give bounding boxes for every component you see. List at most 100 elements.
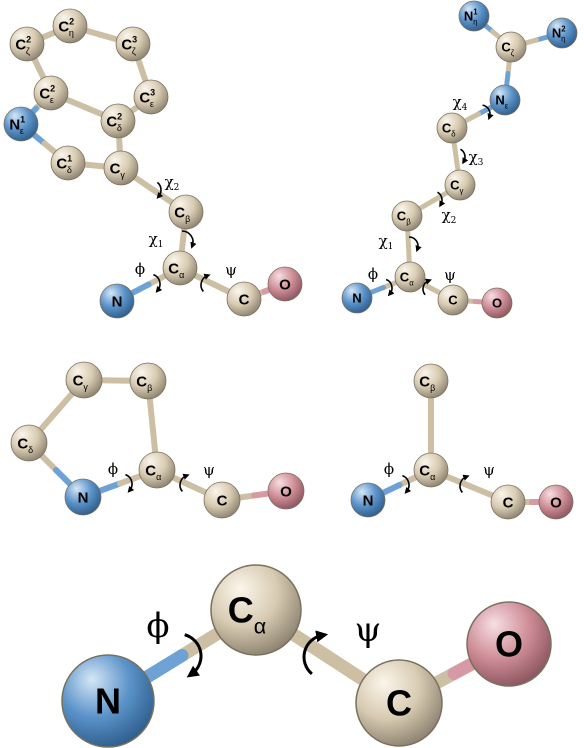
tryptophan-torsion-arrow-2 (153, 273, 163, 293)
alanine-atom-label-n: N (363, 492, 374, 509)
arginine-torsion-arrow-3 (408, 236, 422, 253)
tryptophan-torsion-label-3: ψ (225, 261, 237, 279)
backbone-atom-label-n: N (95, 681, 121, 722)
backbone-atom-o: O (466, 601, 552, 687)
arginine-torsion-label-4: ϕ (368, 265, 378, 283)
arginine-atom-sphere-ca (394, 261, 426, 293)
alanine-atom-label-c: C (503, 494, 514, 511)
arginine-atom-label-cb: Cβ (397, 209, 411, 227)
tryptophan-atom-sphere-ce3 (133, 79, 169, 115)
arginine-atom-sphere-cz (495, 31, 527, 63)
proline-torsion-label-1: ψ (203, 461, 215, 479)
alanine-atom-label-ca: Cα (419, 462, 435, 482)
proline-atom-label-o: O (280, 483, 292, 500)
arginine-atom-label-cz: Cζ (501, 40, 514, 58)
proline-atom-ca: Cα (138, 451, 176, 489)
alanine-atom-sphere-ca (413, 452, 449, 488)
tryptophan-atom-sphere-cd1 (50, 145, 86, 181)
arginine-torsion-label-2: χ2 (442, 206, 457, 226)
proline-atom-sphere-o (267, 472, 305, 510)
tryptophan-atom-cg: Cγ (103, 150, 139, 186)
arginine-torsion-label-5: ψ (444, 266, 456, 284)
proline-atom-sphere-n (64, 478, 102, 516)
tryptophan-atom-sphere-ne1 (3, 106, 39, 142)
tryptophan-atom-ca: Cα (162, 250, 198, 286)
alanine-atom-sphere-cb (413, 363, 449, 399)
alanine-torsion-label-1: ψ (483, 461, 495, 479)
backbone-torsion-label-1: ψ (355, 610, 382, 650)
arginine-atom-sphere-ne (489, 84, 521, 116)
tryptophan-atom-n: N (99, 283, 135, 319)
backbone-torsion-label-0: ϕ (146, 606, 169, 646)
proline-atom-label-cd: Cδ (17, 435, 33, 455)
backbone-atom-sphere-n (61, 654, 155, 748)
alanine-atom-c: C (490, 484, 526, 520)
backbone-atom-sphere-ca (210, 564, 302, 656)
tryptophan-torsion-label-1: χ1 (149, 230, 164, 250)
alanine-atom-sphere-n (350, 482, 386, 518)
arginine-torsion-arrow-1 (460, 148, 469, 165)
tryptophan-atom-label-n: N (112, 293, 123, 310)
arginine-torsion-arrow-2 (437, 191, 446, 208)
proline-atom-n: N (64, 478, 102, 516)
proline-atom-o: O (267, 472, 305, 510)
arginine-atom-sphere-c (437, 284, 469, 316)
tryptophan-atom-label-ca: Cα (168, 260, 184, 280)
alanine-torsion-arrow-0 (402, 474, 412, 494)
arginine-atom-cd: Cδ (436, 112, 468, 144)
proline-atom-cd: Cδ (10, 424, 48, 462)
arginine-torsion-arrow-4 (385, 278, 395, 297)
alanine-torsion-label-0: ϕ (384, 460, 394, 478)
arginine-atom-label-c: C (448, 293, 458, 308)
alanine-atom-sphere-o (538, 484, 574, 520)
alanine-atom-n: N (350, 482, 386, 518)
arginine-atom-cg: Cγ (444, 169, 476, 201)
backbone-atom-n: N (61, 654, 155, 748)
proline-atom-label-cg: Cγ (73, 372, 89, 392)
alanine-atom-sphere-c (490, 484, 526, 520)
tryptophan-atom-sphere-o (267, 266, 303, 302)
tryptophan-atom-label-cb: Cβ (174, 204, 190, 224)
proline-atom-cb: Cβ (129, 362, 167, 400)
backbone-atom-sphere-c (355, 659, 443, 747)
proline-torsion-arrow-0 (125, 473, 135, 493)
tryptophan-torsion-arrow-0 (156, 181, 164, 199)
arginine-atom-label-ca: Cα (400, 270, 414, 288)
tryptophan-atom-sphere-cz3 (115, 26, 151, 62)
proline-atom-sphere-c (203, 481, 241, 519)
backbone-torsion-arrow-1 (302, 630, 329, 676)
backbone-atom-label-ca: Cα (228, 590, 266, 639)
arginine-atom-sphere-cg (444, 169, 476, 201)
tryptophan-atom-label-cg: Cγ (110, 160, 126, 180)
proline-atom-label-ca: Cα (145, 462, 161, 482)
arginine-atom-c: C (437, 284, 469, 316)
tryptophan-torsion-arrow-1 (181, 230, 197, 249)
tryptophan-atom-label-c: C (239, 291, 250, 308)
proline-atom-sphere-ca (138, 451, 176, 489)
backbone-torsion-arrow-0 (184, 633, 203, 678)
backbone-atom-label-c: C (386, 683, 412, 724)
alanine-torsion-arrow-1 (459, 474, 470, 493)
alanine-atom-o: O (538, 484, 574, 520)
arginine-torsion-label-3: χ1 (379, 232, 394, 252)
arginine-atom-ca: Cα (394, 261, 426, 293)
proline-atom-label-n: N (78, 489, 89, 506)
arginine-atom-label-o: O (492, 296, 502, 311)
arginine-atom-sphere-nh1 (458, 0, 490, 32)
